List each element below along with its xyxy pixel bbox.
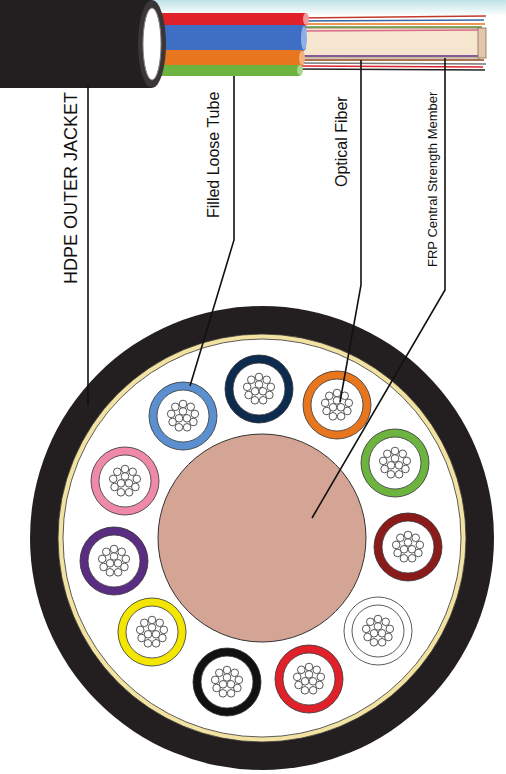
- callout-label: Optical Fiber: [332, 96, 351, 187]
- loose-tube: [361, 429, 429, 497]
- leader-lines: [88, 58, 445, 518]
- loose-tube: [149, 382, 217, 450]
- callout-label: FRP Central Strength Member: [425, 92, 441, 267]
- callout-label: HDPE OUTER JACKET: [61, 92, 83, 284]
- outer-jacket: [30, 306, 494, 770]
- callout-label: Filled Loose Tube: [204, 92, 223, 218]
- loose-tube: [118, 598, 186, 666]
- loose-tube: [225, 355, 293, 423]
- leader-line: [312, 58, 445, 518]
- loose-tube: [80, 527, 148, 595]
- loose-tube: [374, 513, 442, 581]
- loose-tube: [303, 371, 371, 439]
- loose-tube: [344, 597, 412, 665]
- loose-tube: [193, 648, 261, 716]
- inner-wrap: [58, 334, 466, 742]
- leader-line: [190, 76, 234, 386]
- side-view-jacket: [0, 0, 166, 88]
- central-strength-member: [158, 434, 366, 642]
- cross-section: [30, 306, 494, 770]
- leader-line: [87, 86, 89, 405]
- loose-tube: [275, 645, 343, 713]
- filled-core: [63, 339, 461, 737]
- loose-tube: [91, 447, 159, 515]
- loose-tubes: [80, 355, 442, 716]
- side-view-fibers: [298, 16, 486, 70]
